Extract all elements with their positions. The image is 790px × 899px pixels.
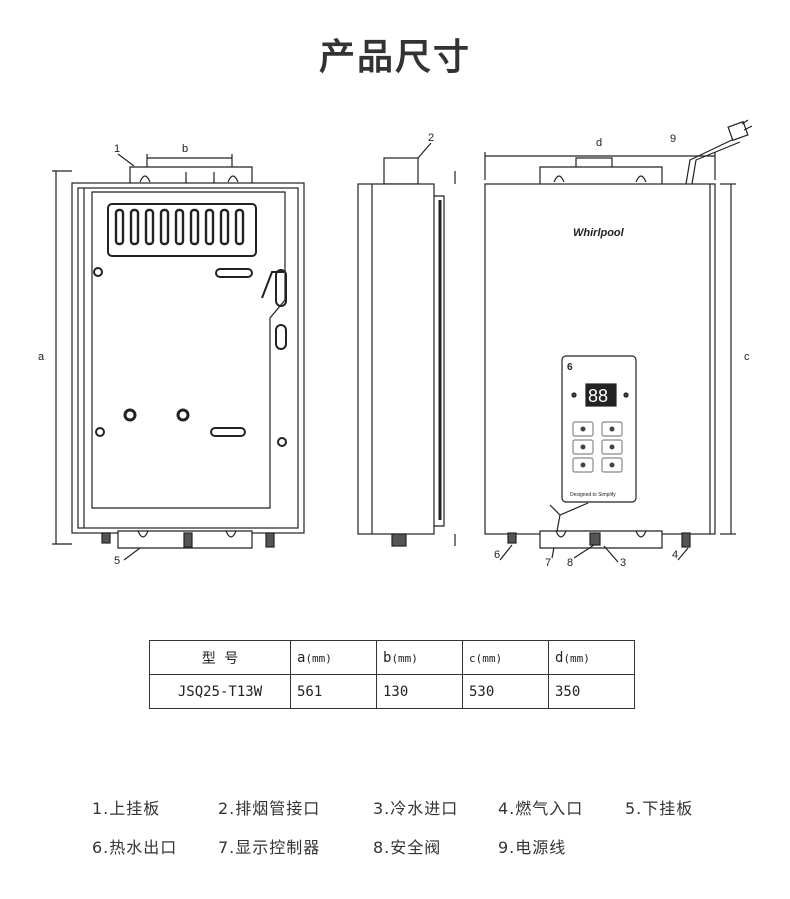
callout-2: 2 xyxy=(428,132,434,144)
panel-tagline: Designed to Simplify xyxy=(570,492,616,498)
callout-5: 5 xyxy=(114,555,120,567)
cell-model: JSQ25-T13W xyxy=(149,674,291,709)
cell-b: 130 xyxy=(376,674,463,709)
spec-table-header: 型 号 a(mm) b(mm) c(mm) d(mm) xyxy=(149,640,635,675)
callout-3: 3 xyxy=(620,557,626,569)
dim-label-b: b xyxy=(182,143,188,155)
callout-8: 8 xyxy=(567,557,573,569)
front-view: d c 9 Whirlpool 6 88 Designed xyxy=(484,119,753,569)
back-view: b a 1 xyxy=(38,143,305,567)
spec-table: 型 号 a(mm) b(mm) c(mm) d(mm) JSQ25-T13W 5… xyxy=(149,640,635,709)
legend-item: 5.下挂板 xyxy=(625,799,694,818)
header-a: a(mm) xyxy=(290,640,377,675)
legend-item: 6.热水出口 xyxy=(92,838,178,857)
cell-d: 350 xyxy=(548,674,635,709)
legend-item: 7.显示控制器 xyxy=(218,838,321,857)
callout-4: 4 xyxy=(672,549,678,561)
legend-item: 1.上挂板 xyxy=(92,799,161,818)
dim-label-a: a xyxy=(38,351,45,363)
callout-7: 7 xyxy=(545,557,551,569)
header-b: b(mm) xyxy=(376,640,463,675)
header-model: 型 号 xyxy=(149,640,291,675)
legend-item: 8.安全阀 xyxy=(373,838,442,857)
legend-item: 9.电源线 xyxy=(498,838,567,857)
table-row: JSQ25-T13W 561 130 530 350 xyxy=(149,674,635,709)
svg-text:6: 6 xyxy=(567,362,573,373)
dimension-drawing: b a 1 xyxy=(38,119,753,569)
cell-c: 530 xyxy=(462,674,549,709)
callout-1: 1 xyxy=(114,143,120,155)
legend-item: 3.冷水进口 xyxy=(373,799,459,818)
callout-6: 6 xyxy=(494,549,500,561)
dim-label-c: c xyxy=(744,351,750,363)
brand-logo: Whirlpool xyxy=(573,227,625,239)
legend-item: 2.排烟管接口 xyxy=(218,799,321,818)
callout-9: 9 xyxy=(670,133,676,145)
header-d: d(mm) xyxy=(548,640,635,675)
header-c: c(mm) xyxy=(462,640,549,675)
cell-a: 561 xyxy=(290,674,377,709)
display-digits: 88 xyxy=(588,386,608,406)
page-title: 产品尺寸 xyxy=(318,37,471,78)
side-view: 2 xyxy=(357,132,456,547)
dim-label-d: d xyxy=(596,137,602,149)
legend-item: 4.燃气入口 xyxy=(498,799,584,818)
